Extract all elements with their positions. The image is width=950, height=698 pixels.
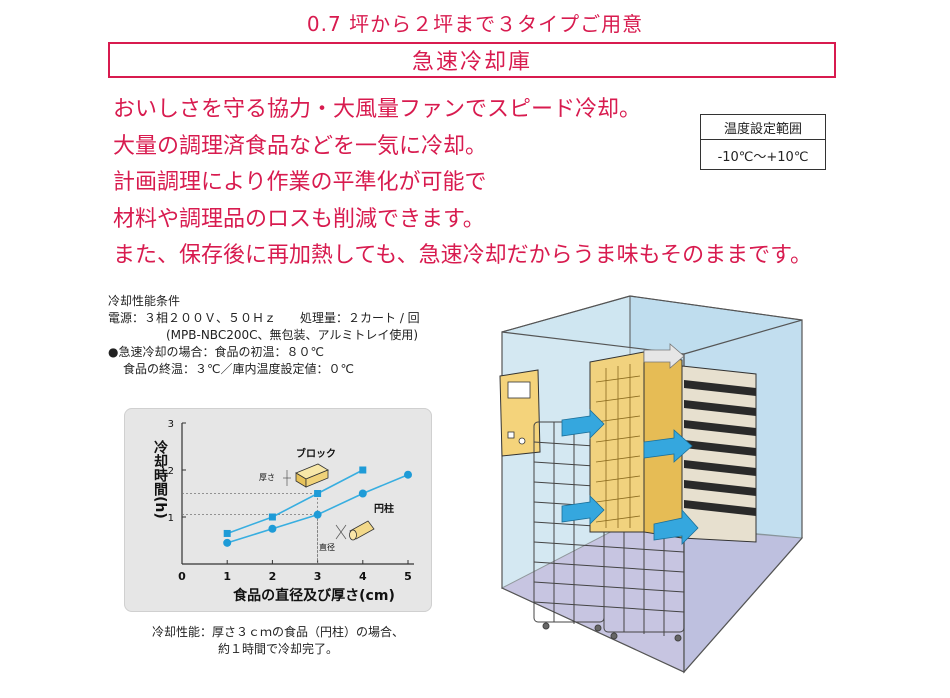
data-point (313, 510, 322, 519)
x-axis-title: 食品の直径及び厚さ(cm) (233, 587, 395, 604)
chart-caption: 冷却性能：厚さ３ｃｍの食品（円柱）の場合、 約１時間で冷却完了。 (118, 624, 438, 658)
x-tick-label: 1 (223, 570, 231, 583)
tray-shelves (681, 365, 757, 543)
series-label-block: ブロック (296, 447, 336, 460)
series-line (226, 469, 364, 535)
intro-line: 計画調理により作業の平準化が可能で (113, 170, 487, 195)
data-point (314, 490, 322, 497)
conditions-line: 食品の終温：３℃／庫内温度設定値：０℃ (123, 362, 354, 376)
y-tick-label: 3 (168, 419, 174, 430)
data-point (404, 470, 412, 479)
x-tick-label: 4 (359, 570, 367, 583)
blast-chiller-illustration (499, 295, 804, 674)
data-point (223, 538, 232, 547)
intro-text: おいしさを守る協力・大風量ファンでスピード冷却。 大量の調理済食品などを一気に冷… (113, 92, 893, 275)
x-tick-label: 2 (269, 570, 277, 583)
caption-line: 冷却性能：厚さ３ｃｍの食品（円柱）の場合、 (151, 625, 404, 639)
x-tick-label: 0 (178, 570, 186, 583)
page-title: 急速冷却庫 (108, 42, 836, 78)
temperature-range-label: 温度設定範囲 (701, 115, 825, 140)
data-point (268, 524, 277, 533)
airflow-arrows (561, 409, 699, 545)
intro-line: おいしさを守る協力・大風量ファンでスピード冷却。 (113, 97, 642, 122)
data-point (268, 513, 276, 521)
cylinder-illustration (335, 520, 375, 541)
subtitle: 0.7 坪から２坪まで３タイプご用意 (306, 12, 644, 36)
guide-line (182, 493, 319, 564)
intro-line: また、保存後に再加熱しても、急速冷却だからうま味もそのままです。 (113, 243, 812, 268)
return-air-arrow (643, 343, 685, 369)
guide-line (182, 514, 319, 564)
y-tick-label: 2 (168, 466, 174, 477)
y-tick-label: 1 (168, 513, 174, 524)
conditions-line: (MPB-NBC200C、無包装、アルミトレイ使用) (166, 328, 419, 342)
data-point (359, 466, 367, 474)
intro-line: 大量の調理済食品などを一気に冷却。 (113, 133, 488, 159)
temperature-range-value: -10℃〜+10℃ (717, 149, 809, 165)
cooling-conditions: 冷却性能条件 電源：３相２００Ｖ、５０Ｈｚ 処理量：２カート / 回 (MPB-… (108, 293, 498, 378)
series-label-cylinder: 円柱 (374, 502, 394, 515)
conditions-heading: 冷却性能条件 (108, 294, 181, 308)
conditions-line: 電源：３相２００Ｖ、５０Ｈｚ 処理量：２カート / 回 (108, 311, 420, 325)
intro-line: 材料や調理品のロスも削減できます。 (113, 206, 485, 232)
x-tick-label: 3 (314, 570, 322, 583)
temperature-range-table: 温度設定範囲 -10℃〜+10℃ (700, 114, 826, 170)
thickness-label: 厚さ (259, 473, 275, 482)
x-tick-label: 5 (404, 570, 412, 583)
data-point (358, 489, 367, 498)
data-point (223, 529, 231, 537)
y-axis-title: 冷却時間(h) (152, 439, 168, 518)
caption-line: 約１時間で冷却完了。 (217, 642, 338, 656)
control-panel (499, 369, 541, 457)
diameter-label: 直径 (319, 542, 335, 552)
conditions-line: ●急速冷却の場合：食品の初温：８０℃ (108, 345, 324, 359)
block-illustration (283, 463, 329, 488)
